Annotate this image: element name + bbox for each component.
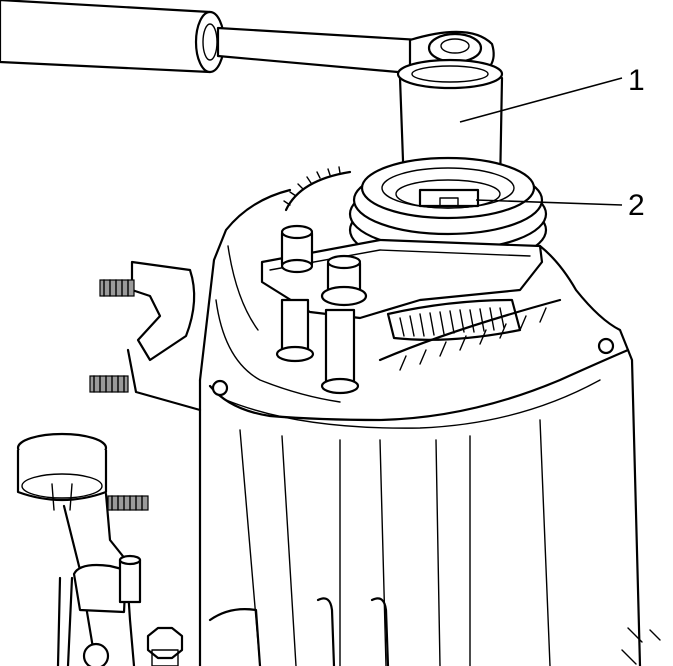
callout-2-label: 2 — [628, 189, 645, 222]
housing — [198, 188, 642, 666]
edge-marks — [621, 627, 661, 665]
left-bracket — [89, 260, 202, 412]
linkage — [56, 554, 184, 666]
gear-teeth — [283, 166, 352, 212]
callout-1-leader — [459, 77, 623, 123]
stud-pins — [275, 224, 368, 395]
clip-cylinder — [16, 432, 149, 666]
lower-gear — [378, 298, 562, 371]
wrench-handle — [0, 0, 226, 74]
callout-1-label: 1 — [628, 64, 645, 97]
callout-2-leader — [475, 199, 623, 206]
